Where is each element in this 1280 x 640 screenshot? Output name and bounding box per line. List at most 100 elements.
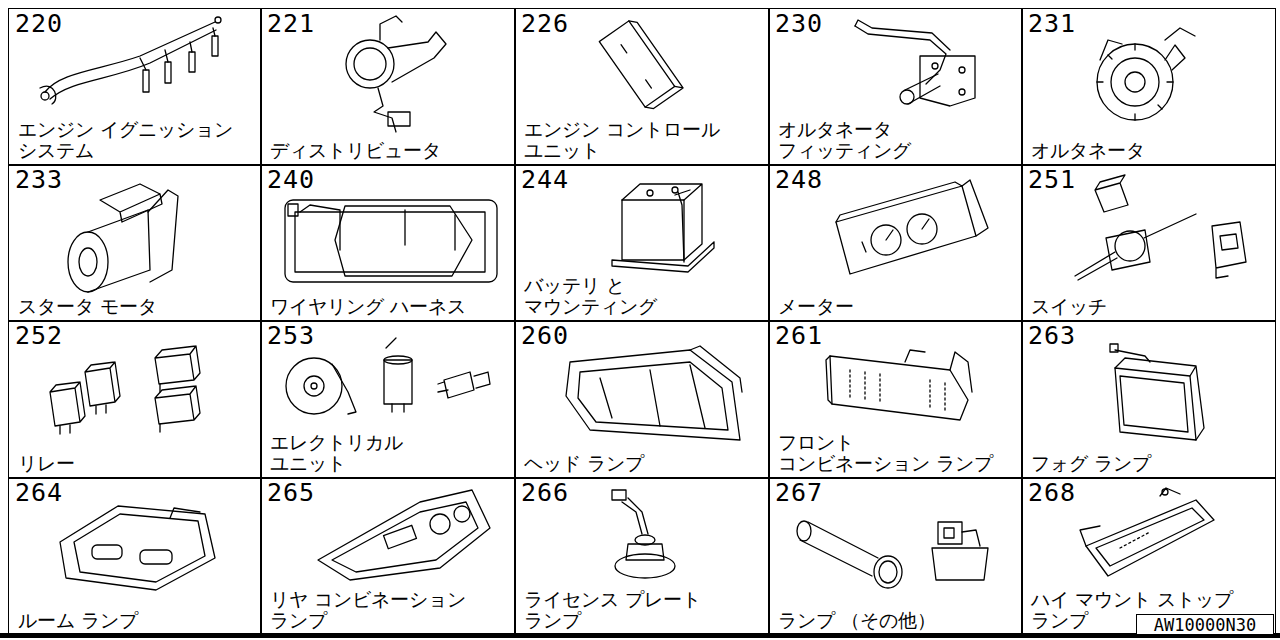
battery [647, 190, 653, 196]
catalog-cell: 266 ライセンス プレート ランプ [514, 477, 770, 636]
room-lamp [60, 506, 215, 590]
catalog-cell: 260ヘッド ランプ [514, 320, 770, 479]
catalog-cell: 230 オルタネータ フィッティング [768, 8, 1023, 166]
fog-lamp [1120, 376, 1188, 432]
control-unit [599, 17, 683, 112]
starter-motor [68, 232, 108, 292]
ignition-wires [189, 52, 195, 72]
ignition-wires [45, 22, 215, 92]
license-lamp [615, 554, 675, 578]
distributor [346, 40, 394, 88]
part-name: エレクトリカル ユニット [270, 432, 422, 474]
part-name: メーター [778, 296, 854, 317]
ignition-wires [215, 17, 221, 23]
rear-combination-lamp [318, 490, 490, 580]
callout-number: 226 [521, 9, 569, 39]
room-lamp [60, 506, 215, 590]
wiring-harness [285, 200, 497, 282]
starter-motor [148, 190, 178, 282]
rear-combination-lamp [384, 525, 417, 548]
license-lamp [612, 490, 626, 500]
ignition-wires [50, 30, 216, 99]
license-lamp [626, 544, 664, 560]
rear-combination-lamp [454, 506, 470, 522]
callout-number: 265 [267, 478, 315, 508]
distributor [354, 48, 386, 80]
license-lamp [622, 498, 648, 534]
catalog-cell: 233 スタータ モータ [8, 164, 262, 322]
starter-motor [100, 184, 162, 222]
meter [836, 180, 988, 236]
part-name: オルタネータ フィッティング [778, 119, 921, 161]
relays [50, 382, 85, 426]
alternator [1111, 58, 1159, 106]
switches [1075, 214, 1196, 280]
part-name: リレー [18, 453, 75, 474]
catalog-cell: 264ルーム ランプ [8, 477, 262, 636]
catalog-cell: 268ハイ マウント ストップ ランプAW10000N30 [1021, 477, 1276, 636]
ignition-wires [41, 92, 49, 100]
room-lamp [74, 514, 205, 582]
alternator-bracket [932, 63, 938, 69]
wiring-harness [285, 200, 497, 282]
room-lamp [92, 545, 122, 559]
ignition-wires [143, 70, 149, 92]
callout-number: 230 [775, 9, 823, 39]
catalog-cell: 244 バッテリ と マウンティング [514, 164, 770, 322]
switches [1106, 230, 1150, 270]
callout-number: 261 [775, 321, 823, 351]
high-mount-stop-lamp [1080, 488, 1214, 576]
callout-number: 263 [1028, 321, 1076, 351]
distributor [388, 112, 410, 126]
part-name: ライセンス プレート ランプ [524, 589, 724, 631]
catalog-cell: 252リレー [8, 320, 262, 479]
meter [862, 219, 929, 252]
other-lamps [938, 522, 962, 544]
callout-number: 231 [1028, 9, 1076, 39]
battery [612, 184, 714, 272]
front-combination-lamp [905, 350, 972, 392]
catalog-cell: 253エレクトリカル ユニット [260, 320, 516, 479]
fog-lamp [1115, 358, 1204, 440]
relays [85, 362, 120, 406]
callout-number: 266 [521, 478, 569, 508]
high-mount-stop-lamp [1120, 532, 1150, 548]
callout-number: 268 [1028, 478, 1076, 508]
wiring-harness [288, 204, 298, 216]
callout-number: 233 [15, 165, 63, 195]
alternator-bracket [905, 74, 940, 104]
ignition-wires [213, 28, 215, 36]
ignition-wires [212, 36, 218, 56]
switches [1075, 175, 1246, 280]
ignition-wires [165, 62, 171, 83]
callout-number: 240 [267, 165, 315, 195]
wiring-harness [295, 212, 485, 272]
alternator [1100, 40, 1185, 70]
other-lamps [879, 561, 897, 583]
distributor [346, 16, 446, 132]
switches [1095, 175, 1128, 212]
electrical-units [386, 338, 404, 412]
room-lamp [140, 550, 172, 564]
electrical-units [286, 338, 490, 414]
battery [672, 187, 678, 193]
part-name: フロント コンビネーション ランプ [778, 432, 1002, 474]
front-combination-lamp [850, 370, 945, 412]
catalog-cell: 221ディストリビュータ [260, 8, 516, 166]
part-name: リヤ コンビネーション ランプ [270, 589, 489, 631]
callout-number: 244 [521, 165, 569, 195]
wiring-harness [300, 205, 455, 250]
part-name: ワイヤリング ハーネス [270, 296, 466, 317]
control-unit [599, 17, 683, 112]
callout-number: 251 [1028, 165, 1076, 195]
part-name: ヘッド ランプ [524, 453, 644, 474]
other-lamps [962, 530, 980, 546]
part-name: スタータ モータ [18, 296, 157, 317]
alternator-bracket [959, 89, 965, 95]
part-name: バッテリ と マウンティング [524, 275, 676, 317]
meter [836, 180, 988, 274]
catalog-cell: 263フォグ ランプ [1021, 320, 1276, 479]
ignition-wires [140, 58, 146, 70]
control-unit [599, 21, 674, 107]
